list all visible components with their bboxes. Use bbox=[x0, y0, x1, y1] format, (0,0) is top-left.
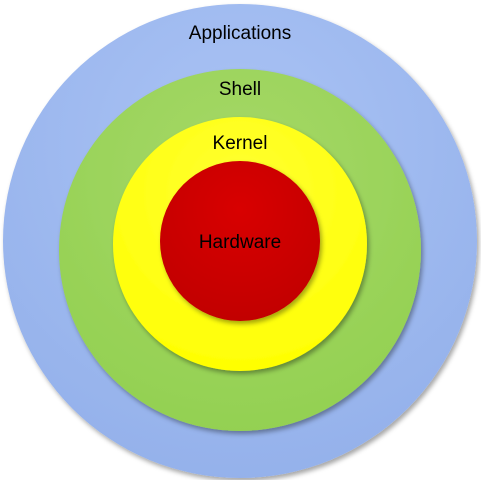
kernel-label: Kernel bbox=[213, 133, 268, 154]
shell-label: Shell bbox=[219, 79, 261, 100]
applications-label: Applications bbox=[189, 23, 291, 44]
hardware-label: Hardware bbox=[199, 232, 281, 253]
hardware-core bbox=[160, 161, 320, 321]
